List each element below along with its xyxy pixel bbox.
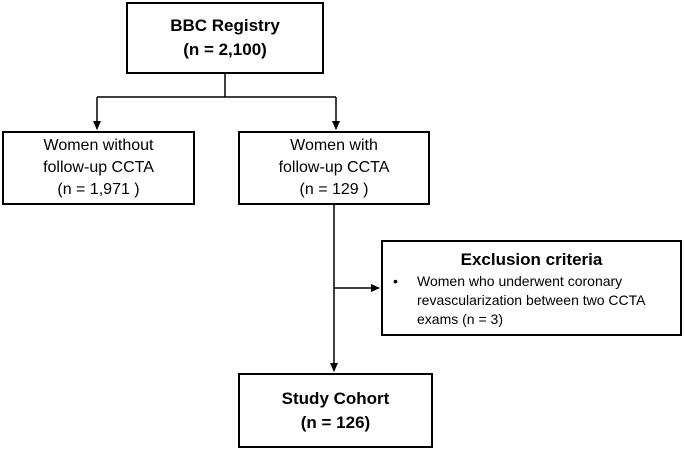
registry-count: (n = 2,100) <box>183 40 267 59</box>
study-cohort-box: Study Cohort (n = 126) <box>238 373 433 448</box>
exclusion-item-line1: Women who underwent coronary <box>417 272 623 289</box>
with-ccta-count: (n = 129 ) <box>299 181 369 198</box>
exclusion-item-line2: revascularization between two CCTA <box>417 291 646 308</box>
exclusion-item: • Women who underwent coronary revascula… <box>391 272 672 329</box>
registry-box: BBC Registry (n = 2,100) <box>126 2 324 74</box>
without-ccta-line2: follow-up CCTA <box>43 159 154 176</box>
without-ccta-box: Women without follow-up CCTA (n = 1,971 … <box>2 131 195 205</box>
exclusion-item-line3: exams (n = 3) <box>417 310 503 327</box>
without-ccta-count: (n = 1,971 ) <box>57 181 140 198</box>
with-ccta-line2: follow-up CCTA <box>278 159 390 176</box>
without-ccta-line1: Women without <box>43 137 154 154</box>
with-ccta-line1: Women with <box>290 137 378 154</box>
registry-title: BBC Registry <box>170 16 280 35</box>
bullet-icon: • <box>393 272 398 289</box>
exclusion-item-text: Women who underwent coronary revasculari… <box>417 272 646 329</box>
exclusion-criteria-box: Exclusion criteria • Women who underwent… <box>381 240 682 336</box>
cohort-count: (n = 126) <box>300 412 371 432</box>
exclusion-title: Exclusion criteria <box>460 249 603 269</box>
cohort-title: Study Cohort <box>281 388 390 408</box>
with-ccta-box: Women with follow-up CCTA (n = 129 ) <box>238 131 430 205</box>
